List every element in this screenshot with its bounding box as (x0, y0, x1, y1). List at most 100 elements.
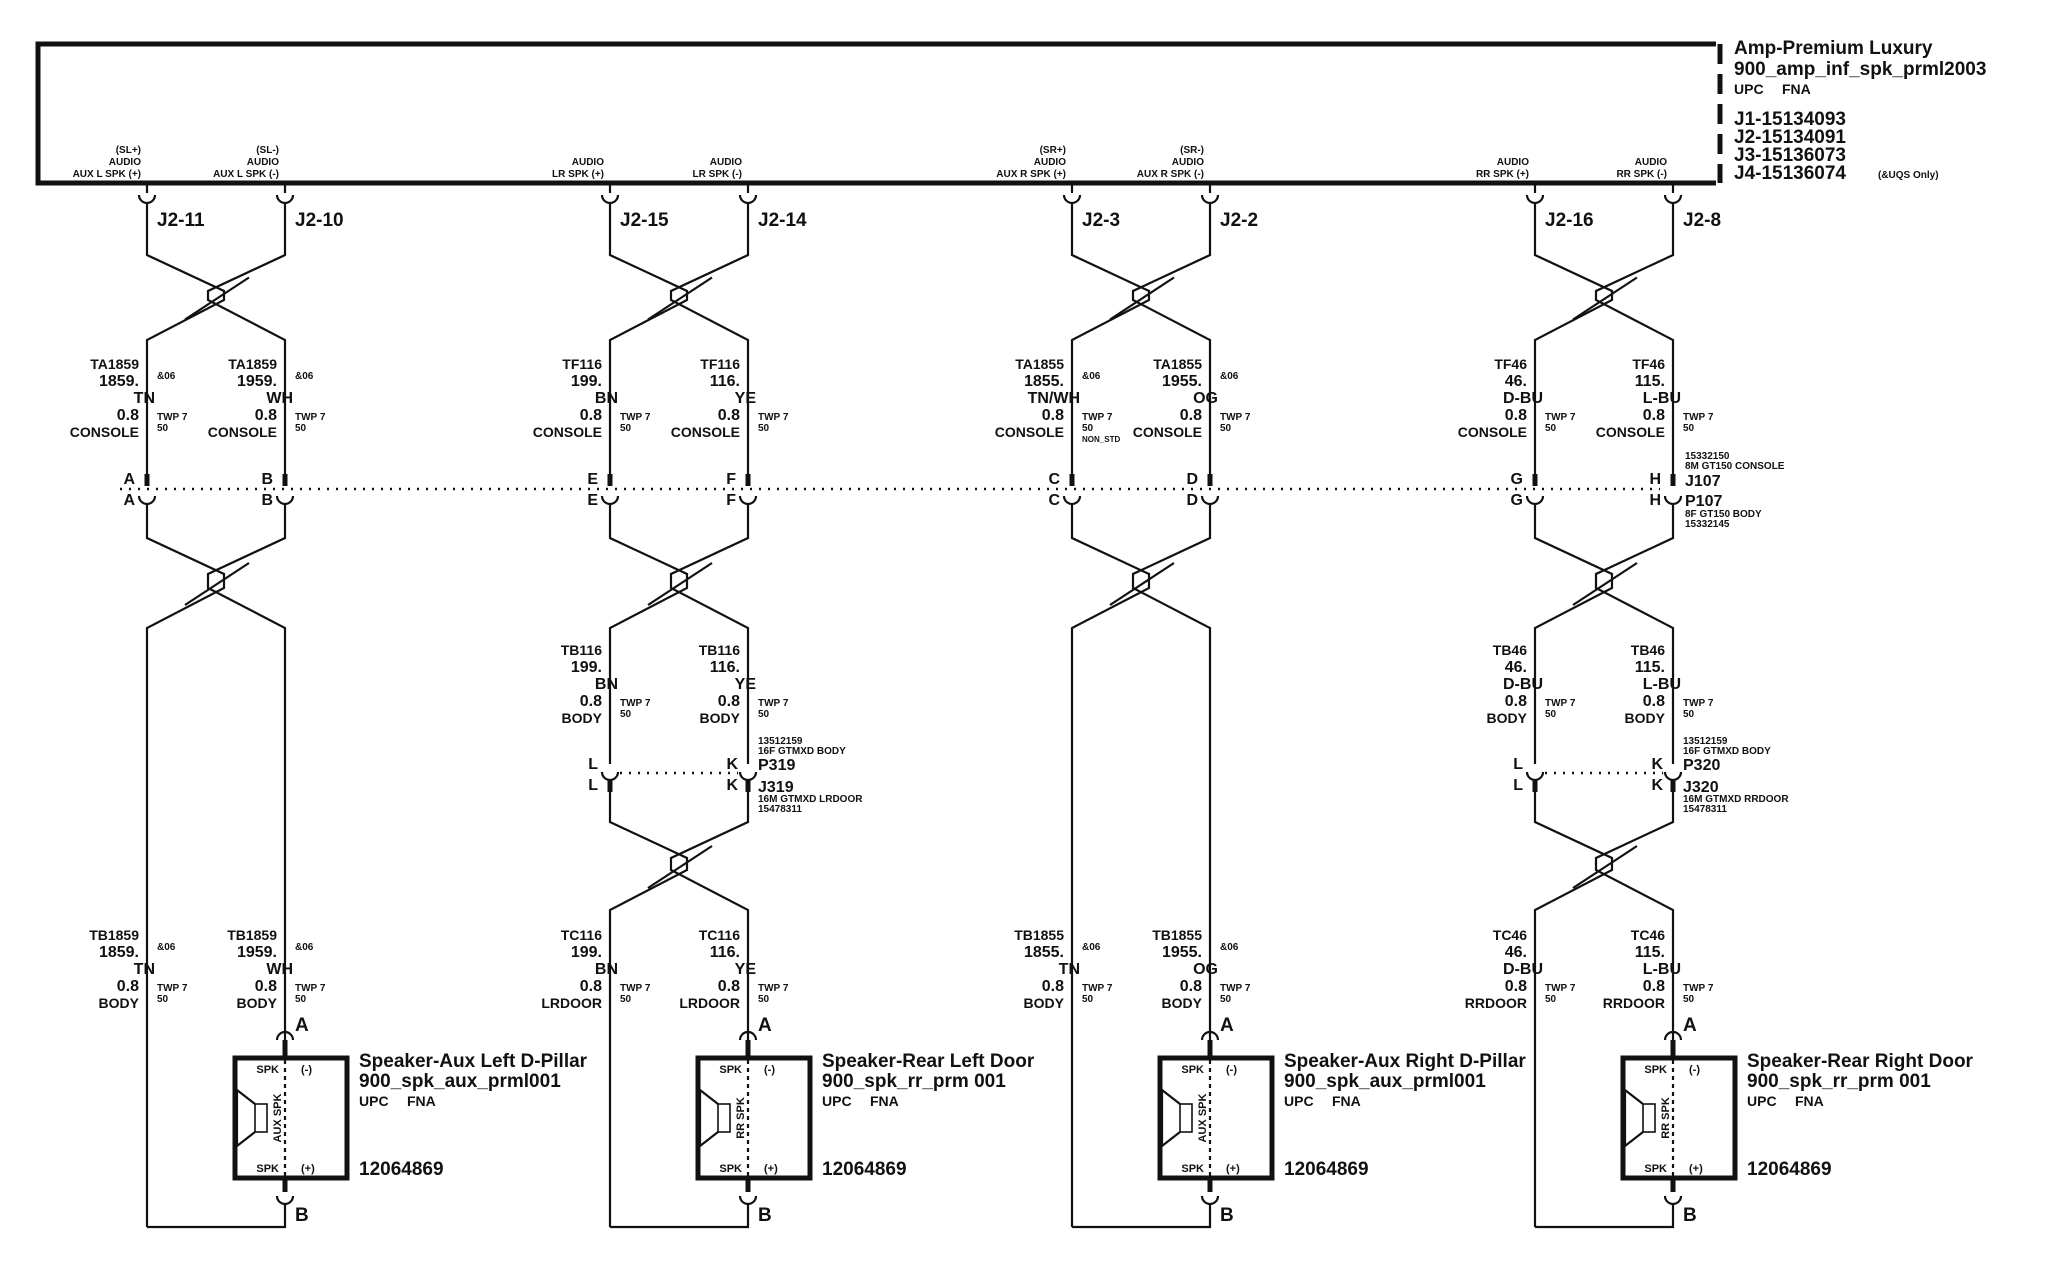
speaker-spk-top: SPK (1644, 1064, 1667, 1076)
cavity-label-bottom: E (587, 492, 598, 509)
terminal-cup (1200, 194, 1220, 205)
option-code: &06 (1220, 371, 1239, 382)
cavity-label-top: E (587, 471, 598, 488)
speaker-plus: (+) (301, 1163, 315, 1175)
twisted-pair-length: 50 (295, 423, 307, 434)
circuit-number: 1959. (237, 944, 277, 961)
speaker-part-number: 12064869 (359, 1159, 444, 1180)
circuit-number: 116. (710, 944, 740, 961)
twist-marker (1109, 562, 1175, 606)
twisted-pair-spec: TWP 7 (758, 412, 789, 423)
twisted-pair-length: 50 (1220, 423, 1232, 434)
wire-gauge: 0.8 (1505, 693, 1527, 710)
harness-location: BODY (1024, 995, 1065, 1011)
twisted-conductor-left (1070, 245, 1151, 350)
harness-location: BODY (1625, 710, 1666, 726)
wire-color: L-BU (1643, 390, 1681, 407)
twisted-conductor-left (608, 528, 689, 638)
twisted-pair-spec: TWP 7 (620, 412, 651, 423)
speaker-return-wire (147, 1204, 287, 1229)
terminal-label-name: AUX L SPK (+) (73, 169, 141, 180)
terminal-label-name: LR SPK (-) (693, 169, 742, 180)
twisted-pair-length: 50 (157, 994, 169, 1005)
cavity-label-top: F (726, 471, 736, 488)
door-cavity-left-top: L (588, 756, 598, 773)
terminal-pin-label: J2-14 (758, 210, 807, 231)
circuit-number: 115. (1635, 944, 1665, 961)
wire-color: D-BU (1503, 676, 1543, 693)
option-code: &06 (1220, 942, 1239, 953)
speaker-title: Speaker-Aux Right D-Pillar (1284, 1051, 1526, 1072)
terminal-cup (738, 194, 758, 205)
twisted-conductor-right (1594, 245, 1675, 350)
speaker-pin-a: A (295, 1015, 309, 1036)
harness-location: BODY (1487, 710, 1528, 726)
twisted-pair-spec: TWP 7 (157, 412, 188, 423)
circuit-number: 1955. (1162, 373, 1202, 390)
twisted-pair-spec: TWP 7 (620, 983, 651, 994)
twisted-conductor-right (1131, 245, 1212, 350)
inline-socket (600, 495, 620, 506)
terminal-label-name: AUX L SPK (-) (213, 169, 279, 180)
terminal-label-audio: AUDIO (710, 157, 742, 168)
twisted-pair-spec: TWP 7 (620, 698, 651, 709)
terminal-cup (600, 194, 620, 205)
p107-name: P107 (1685, 493, 1722, 510)
harness-location: CONSOLE (1458, 424, 1527, 440)
door-j-part: 15478311 (758, 804, 802, 815)
circuit-number: 1955. (1162, 944, 1202, 961)
terminal-signal: (SL+) (116, 145, 141, 156)
twisted-conductor-right (669, 812, 750, 920)
speaker-fna: FNA (407, 1093, 436, 1109)
twisted-pair-length: 50 (1082, 994, 1094, 1005)
wire-color: D-BU (1503, 961, 1543, 978)
circuit-number: 199. (571, 659, 602, 676)
speaker-part-number: 12064869 (822, 1159, 907, 1180)
speaker-pin-a: A (758, 1015, 772, 1036)
twisted-conductor-right (1594, 528, 1675, 638)
cavity-label-top: C (1048, 471, 1060, 488)
twisted-conductor-left (608, 245, 689, 350)
door-j-name: J320 (1683, 779, 1719, 796)
circuit-number: 199. (571, 373, 602, 390)
wire-color: YE (735, 676, 757, 693)
option-code: &06 (157, 371, 176, 382)
terminal-signal: (SL-) (256, 145, 279, 156)
terminal-label-audio: AUDIO (1172, 157, 1204, 168)
amp-code: 900_amp_inf_spk_prml2003 (1734, 59, 1986, 80)
circuit-id: TB116 (561, 642, 602, 658)
speaker-pin-b-socket (275, 1195, 295, 1206)
speaker-box (1157, 1055, 1275, 1181)
terminal-label-audio: AUDIO (1034, 157, 1066, 168)
terminal-label-name: RR SPK (+) (1476, 169, 1529, 180)
wire-color: TN (1059, 961, 1080, 978)
speaker-spk-top: SPK (719, 1064, 742, 1076)
speaker-pin-a: A (1220, 1015, 1234, 1036)
wire-gauge: 0.8 (1505, 978, 1527, 995)
twisted-pair-spec: TWP 7 (295, 983, 326, 994)
wire-note: NON_STD (1082, 435, 1120, 444)
twisted-pair-length: 50 (620, 994, 632, 1005)
twisted-conductor-right (669, 528, 750, 638)
speaker-spk-top: SPK (1181, 1064, 1204, 1076)
wire-gauge: 0.8 (1643, 407, 1665, 424)
speaker-minus: (-) (1689, 1064, 1700, 1076)
circuit-id: TF46 (1494, 356, 1527, 372)
twisted-pair-length: 50 (295, 994, 307, 1005)
speaker-upc: UPC (1284, 1093, 1314, 1109)
harness-location: LRDOOR (541, 995, 602, 1011)
speaker-fna: FNA (1795, 1093, 1824, 1109)
terminal-label-audio: AUDIO (1635, 157, 1667, 168)
twisted-pair-spec: TWP 7 (1545, 698, 1576, 709)
twisted-conductor-left (608, 812, 689, 920)
twisted-pair-length: 50 (1220, 994, 1232, 1005)
harness-location: BODY (237, 995, 278, 1011)
wire-color: D-BU (1503, 390, 1543, 407)
wire-gauge: 0.8 (718, 693, 740, 710)
j107-desc: 8M GT150 CONSOLE (1685, 461, 1785, 472)
wire-color: WH (266, 390, 293, 407)
speaker-spk-bottom: SPK (1644, 1163, 1667, 1175)
circuit-number: 115. (1635, 373, 1665, 390)
